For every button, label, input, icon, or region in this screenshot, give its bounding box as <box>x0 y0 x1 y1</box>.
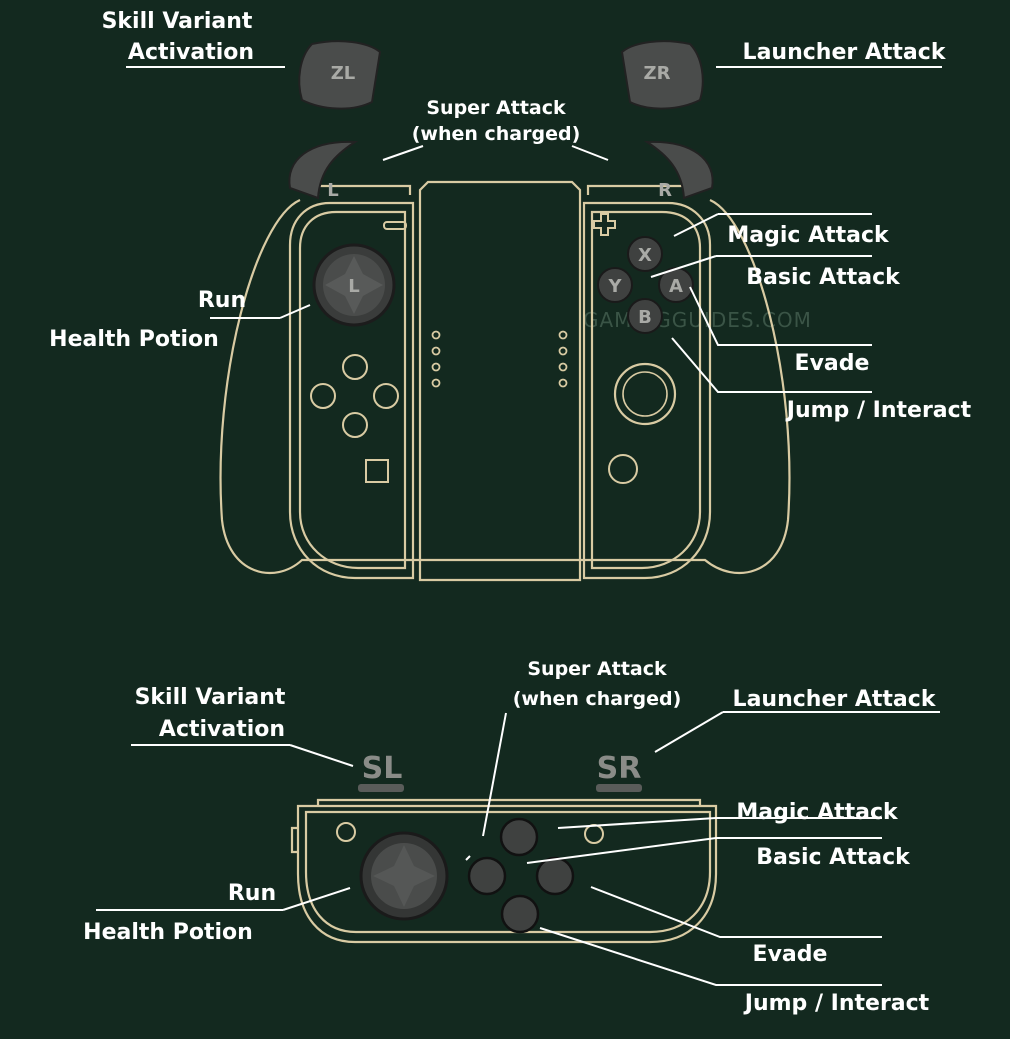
top-labels: Skill Variant Activation Launcher Attack… <box>49 9 972 423</box>
left-stick-label: L <box>348 276 359 297</box>
x-button[interactable]: X <box>627 236 663 272</box>
svg-text:B: B <box>638 307 652 328</box>
bottom-right-button[interactable] <box>535 856 575 896</box>
capture-icon <box>365 459 389 483</box>
top-leader-lines <box>126 66 942 393</box>
svg-text:ZL: ZL <box>331 63 356 84</box>
dpad-right-button[interactable] <box>373 383 399 409</box>
sr-button[interactable]: SR <box>596 751 642 792</box>
svg-text:Y: Y <box>607 276 622 297</box>
bottom-launcher-attack-label: Launcher Attack <box>733 687 937 712</box>
left-rail-leds <box>431 330 441 388</box>
bottom-leader-lines <box>96 711 940 986</box>
zl-trigger[interactable]: ZL <box>298 40 382 110</box>
top-activation-label: Activation <box>128 40 254 65</box>
top-jump-interact-label: Jump / Interact <box>785 398 972 423</box>
top-when-charged-label: (when charged) <box>412 123 581 145</box>
svg-text:X: X <box>638 245 652 266</box>
right-rail-leds <box>558 330 568 388</box>
top-skill-variant-label: Skill Variant <box>102 9 253 34</box>
right-joycon-outline <box>582 201 712 580</box>
svg-text:A: A <box>669 276 683 297</box>
bottom-stick[interactable] <box>359 831 449 921</box>
svg-text:R: R <box>658 180 672 201</box>
bottom-top-button[interactable] <box>499 817 539 857</box>
bottom-basic-attack-label: Basic Attack <box>756 845 911 870</box>
minus-icon <box>383 221 407 230</box>
grip-body-outline <box>219 198 791 575</box>
bottom-jump-interact-label: Jump / Interact <box>743 991 930 1016</box>
bottom-left-button[interactable] <box>467 856 507 896</box>
l-bumper[interactable]: L <box>288 140 359 201</box>
bottom-bottom-button[interactable] <box>500 894 540 934</box>
svg-text:SL: SL <box>362 751 403 786</box>
bottom-capture-button[interactable] <box>584 824 604 844</box>
bottom-controller: SL SR Super Attack (when charged) Sk <box>83 658 940 1016</box>
right-joycon-inner-outline <box>590 210 702 570</box>
top-controller: L X Y A B <box>49 9 972 582</box>
sideways-joycon-notch <box>290 826 298 854</box>
bottom-evade-label: Evade <box>753 942 828 967</box>
right-rail-outline <box>586 184 690 195</box>
top-run-label: Run <box>198 288 246 313</box>
sideways-joycon-outline <box>296 804 718 944</box>
dpad-up-button[interactable] <box>342 354 368 380</box>
plus-icon <box>593 213 616 236</box>
svg-text:L: L <box>327 180 338 201</box>
bottom-super-attack-label: Super Attack <box>527 658 667 680</box>
b-button[interactable]: B <box>627 298 663 334</box>
top-magic-attack-label: Magic Attack <box>727 223 890 248</box>
svg-text:ZR: ZR <box>644 63 671 84</box>
left-joycon-inner-outline <box>298 210 407 570</box>
bottom-activation-label: Activation <box>159 717 285 742</box>
bottom-skill-variant-label: Skill Variant <box>135 685 286 710</box>
face-buttons: X Y A B <box>597 236 694 334</box>
bottom-face-buttons <box>467 817 575 934</box>
watermark: GAMINGGUIDES.COM <box>583 308 812 332</box>
sl-button[interactable]: SL <box>358 751 404 792</box>
zr-trigger[interactable]: ZR <box>620 40 704 110</box>
left-dpad <box>310 354 399 438</box>
bottom-health-potion-label: Health Potion <box>83 920 253 945</box>
dpad-down-button[interactable] <box>342 412 368 438</box>
bottom-run-label: Run <box>228 881 276 906</box>
left-joycon-outline <box>288 201 415 580</box>
r-bumper[interactable]: R <box>643 140 714 201</box>
top-health-potion-label: Health Potion <box>49 327 219 352</box>
top-super-attack-label: Super Attack <box>426 97 566 119</box>
svg-text:SR: SR <box>597 751 642 786</box>
top-basic-attack-label: Basic Attack <box>746 265 901 290</box>
bottom-magic-attack-label: Magic Attack <box>736 800 899 825</box>
top-launcher-attack-label: Launcher Attack <box>743 40 947 65</box>
top-evade-label: Evade <box>795 351 870 376</box>
sideways-joycon-top-rail <box>316 798 702 806</box>
home-icon[interactable] <box>608 454 638 484</box>
bottom-minus-button[interactable] <box>336 822 356 842</box>
bottom-labels: Super Attack (when charged) Skill Varian… <box>83 658 937 1016</box>
center-grip-outline <box>418 180 582 582</box>
y-button[interactable]: Y <box>597 267 633 303</box>
bottom-when-charged-label: (when charged) <box>513 688 682 710</box>
dpad-left-button[interactable] <box>310 383 336 409</box>
right-stick[interactable] <box>613 362 677 426</box>
left-stick[interactable]: L <box>312 243 396 327</box>
